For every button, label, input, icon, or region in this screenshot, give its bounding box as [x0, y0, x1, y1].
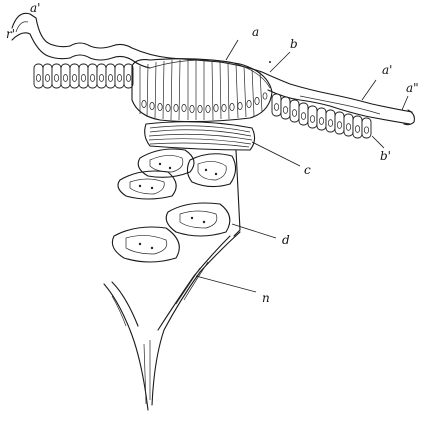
label-a: a [252, 25, 259, 39]
label-b-prime: b' [380, 149, 391, 163]
label-r-prime: r' [6, 27, 15, 41]
leader-lines [196, 40, 408, 292]
label-n: n [262, 291, 270, 305]
label-a-prime-left: a' [30, 1, 40, 15]
epithelium-left-cells [34, 64, 133, 88]
nerve-trunk [104, 150, 240, 410]
label-a-double-prime: a" [406, 81, 419, 95]
sensory-bulb [132, 59, 272, 122]
label-b: b [290, 37, 298, 51]
label-a-prime-right: a' [382, 63, 392, 77]
label-d: d [282, 233, 290, 247]
marker-dot [269, 61, 271, 63]
fibrous-layer [145, 122, 255, 150]
ganglion-cells [112, 149, 235, 262]
label-c: c [304, 163, 311, 177]
